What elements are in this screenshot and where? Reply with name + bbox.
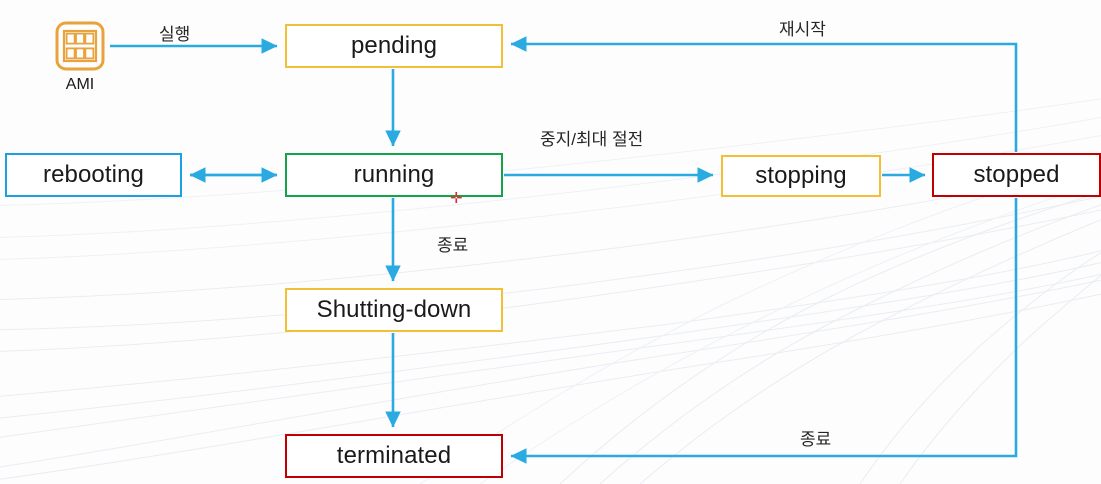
ami-source: AMI bbox=[54, 20, 110, 100]
node-running[interactable]: running bbox=[285, 153, 503, 197]
edge-stopped-to-terminated bbox=[510, 198, 1018, 464]
node-stopping[interactable]: stopping bbox=[721, 155, 881, 197]
node-terminated[interactable]: terminated bbox=[285, 434, 503, 478]
node-terminated-label: terminated bbox=[336, 442, 452, 469]
node-pending[interactable]: pending bbox=[285, 24, 503, 68]
node-stopped-label: stopped bbox=[973, 161, 1060, 188]
edge-label-terminate: 종료 bbox=[437, 236, 469, 255]
node-shutting-down-label: Shutting-down bbox=[316, 296, 472, 323]
edge-label-launch: 실행 bbox=[159, 25, 191, 44]
edge-stopped-to-pending bbox=[510, 36, 1018, 152]
node-stopped[interactable]: stopped bbox=[932, 153, 1101, 197]
node-pending-label: pending bbox=[350, 32, 438, 59]
ami-label: AMI bbox=[65, 76, 95, 93]
node-stopping-label: stopping bbox=[755, 162, 847, 189]
node-rebooting-label: rebooting bbox=[43, 161, 144, 188]
node-rebooting[interactable]: rebooting bbox=[5, 153, 182, 197]
node-running-label: running bbox=[353, 161, 435, 188]
plus-marker-icon: ✛ bbox=[450, 190, 463, 207]
edge-label-stop: 중지/최대 절전 bbox=[540, 130, 644, 149]
ami-icon bbox=[55, 21, 105, 71]
edge-label-terminate-from-stopped: 종료 bbox=[800, 430, 832, 449]
edge-label-restart: 재시작 bbox=[779, 20, 826, 39]
node-shutting-down[interactable]: Shutting-down bbox=[285, 288, 503, 332]
